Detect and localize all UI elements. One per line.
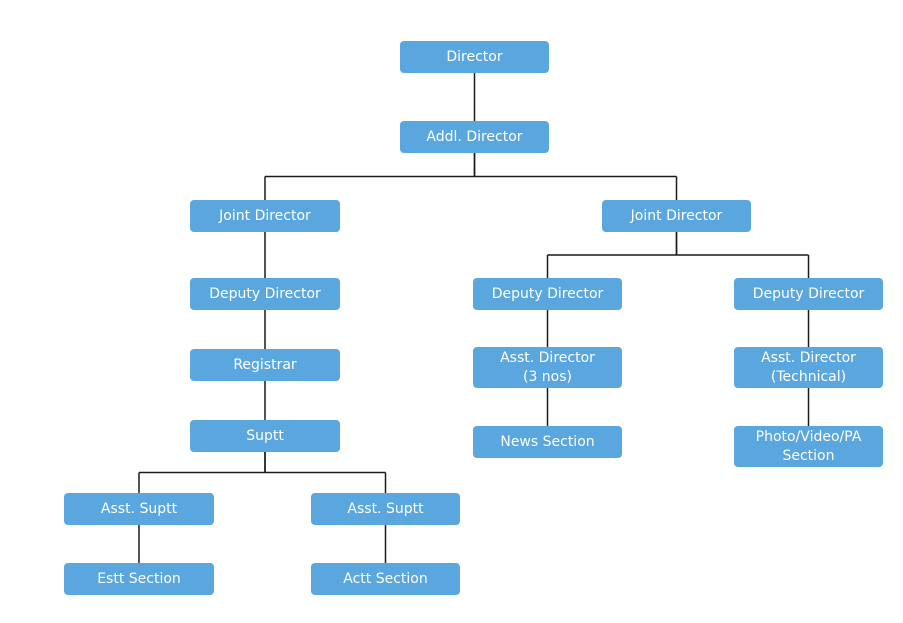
node-asst-director-3nos: Asst. Director (3 nos) [473,347,622,388]
node-asst-suptt-right: Asst. Suptt [311,493,460,525]
node-photo-video-pa-section: Photo/Video/PA Section [734,426,883,467]
node-deputy-director-mid: Deputy Director [473,278,622,310]
node-deputy-director-left: Deputy Director [190,278,340,310]
node-asst-suptt-left: Asst. Suptt [64,493,214,525]
node-asst-director-technical: Asst. Director (Technical) [734,347,883,388]
node-suptt: Suptt [190,420,340,452]
node-joint-director-right: Joint Director [602,200,751,232]
node-estt-section: Estt Section [64,563,214,595]
node-registrar: Registrar [190,349,340,381]
node-director: Director [400,41,549,73]
node-news-section: News Section [473,426,622,458]
node-addl-director: Addl. Director [400,121,549,153]
node-actt-section: Actt Section [311,563,460,595]
node-joint-director-left: Joint Director [190,200,340,232]
node-deputy-director-right: Deputy Director [734,278,883,310]
